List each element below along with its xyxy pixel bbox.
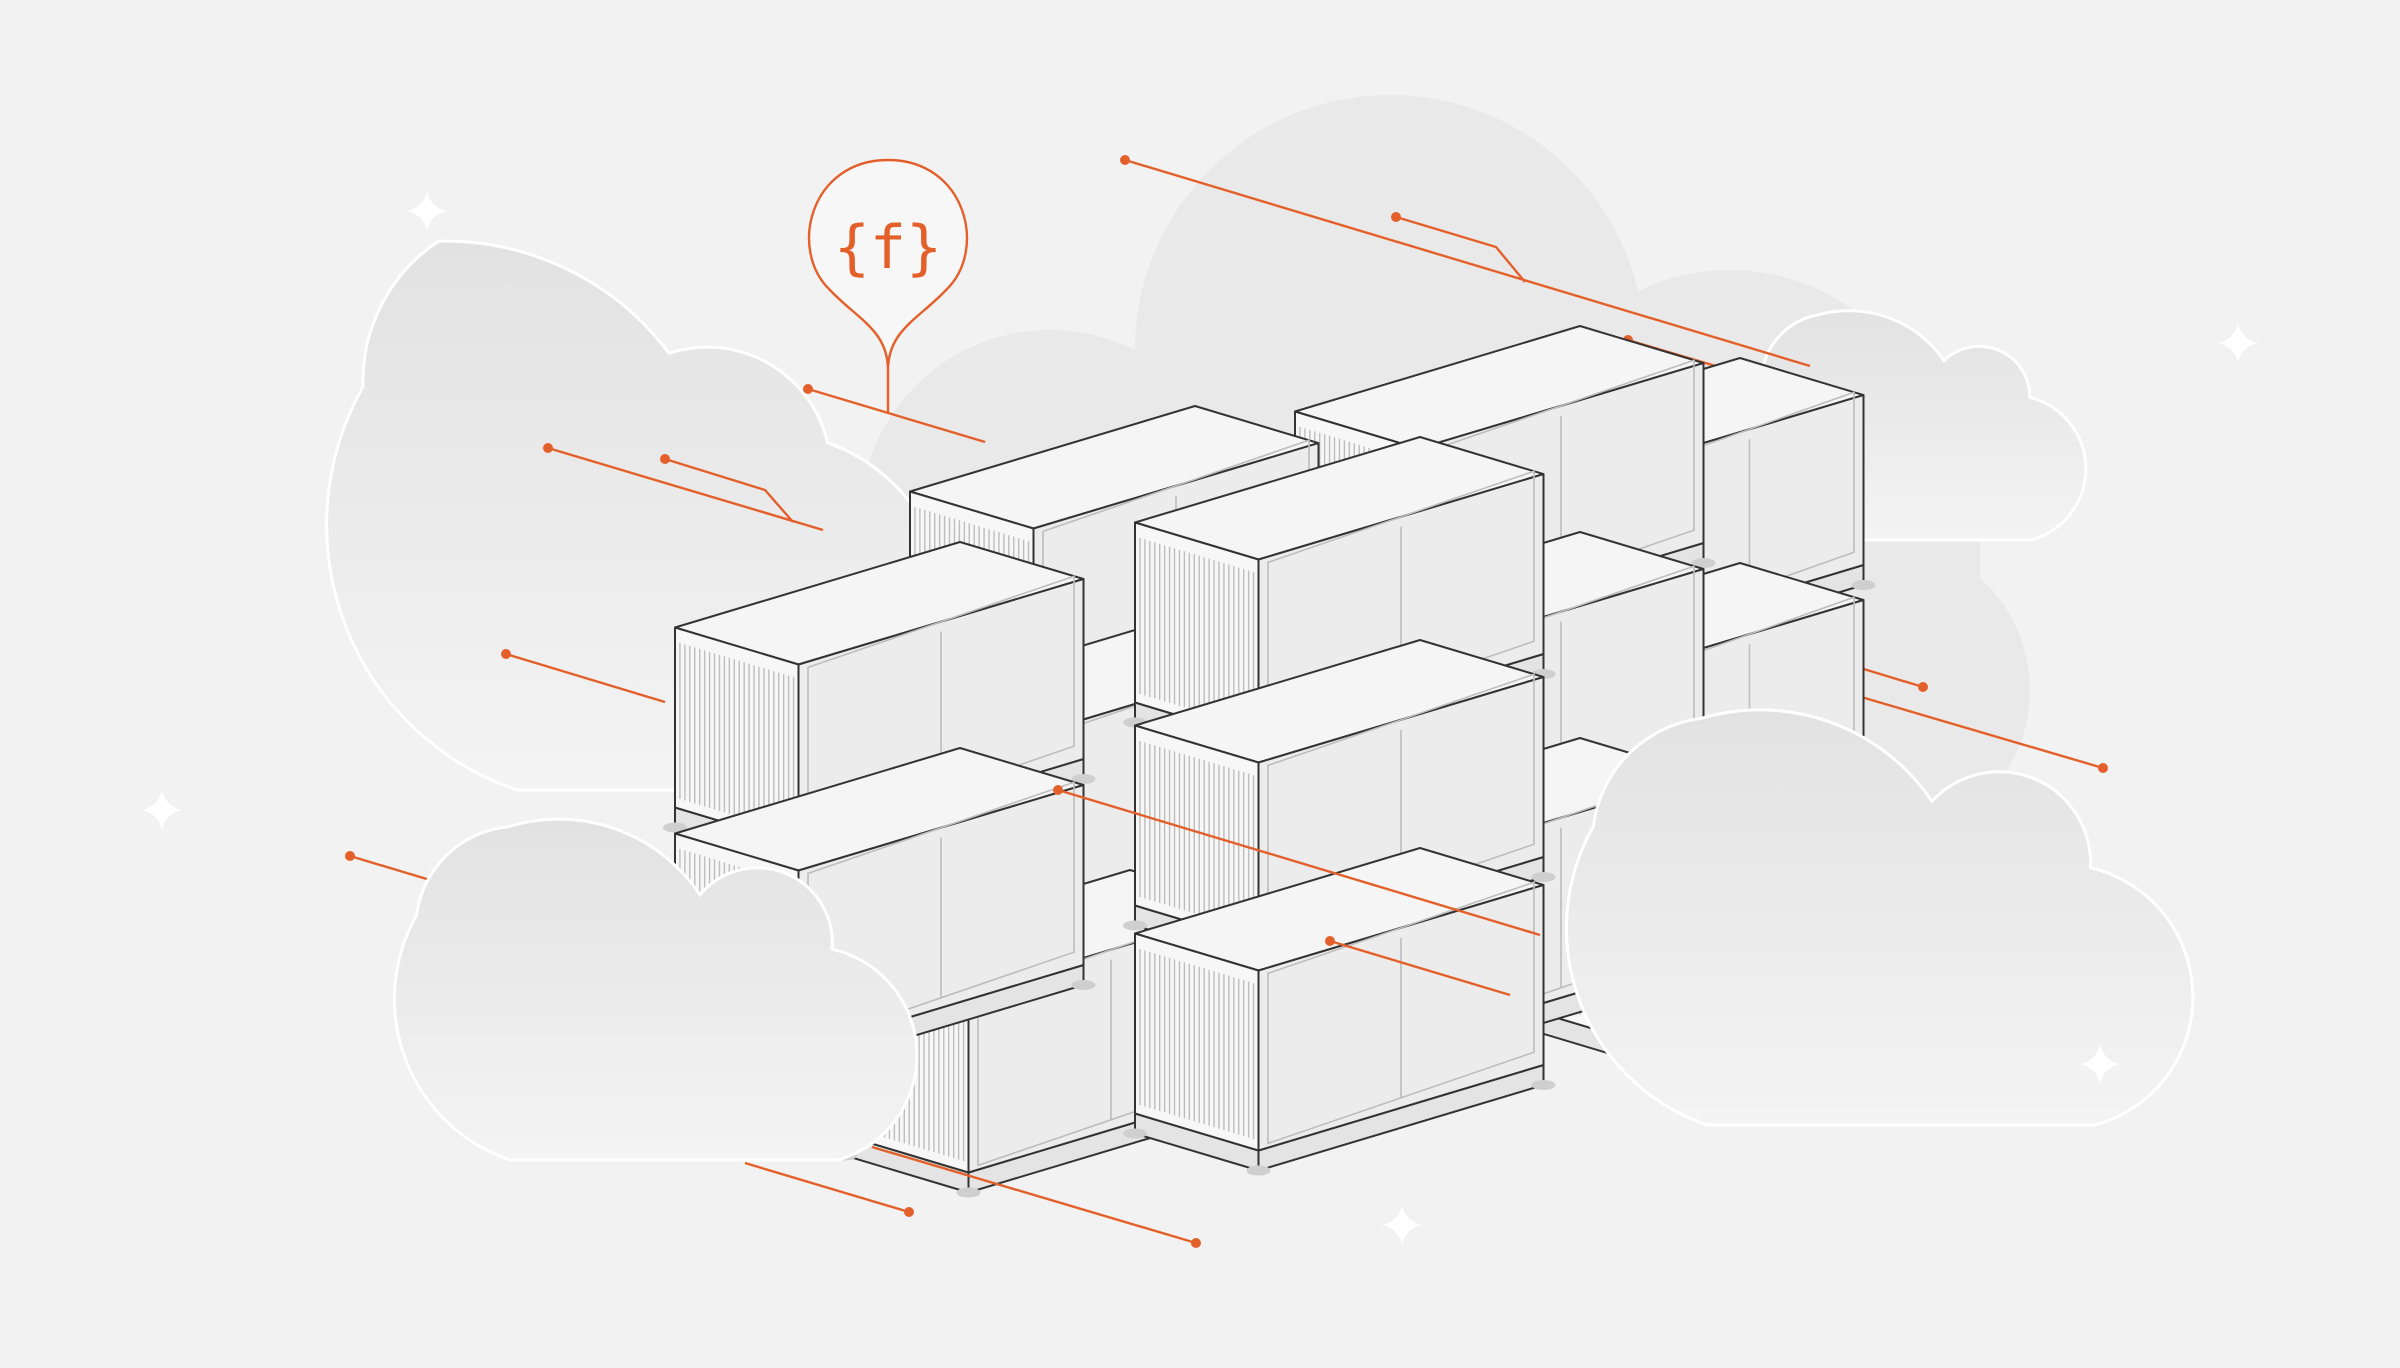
connection-line-icon <box>803 384 986 444</box>
connection-line-icon <box>543 443 824 532</box>
cloud-icon <box>1564 708 2195 1127</box>
sparkle-icon <box>1382 1205 1422 1245</box>
container-stack <box>663 325 1876 1198</box>
shipping-container-icon <box>1123 847 1556 1176</box>
sparkle-icon <box>142 790 182 830</box>
sparkle-icon <box>2080 1044 2120 1084</box>
connection-line-icon <box>1053 785 1541 937</box>
sparkle-icon <box>407 191 447 231</box>
cloud-icon <box>392 817 919 1162</box>
connection-line-icon <box>660 454 794 523</box>
sparkles <box>142 191 2258 1245</box>
connection-line-icon <box>871 1145 1201 1248</box>
connection-lines-front <box>1053 785 1541 997</box>
connection-line-icon <box>1391 212 1526 283</box>
function-icon: {f} <box>834 213 942 283</box>
sparkle-icon <box>2218 323 2258 363</box>
function-badge: {f} <box>807 158 969 412</box>
connection-line-icon <box>1120 155 1811 368</box>
connection-line-icon <box>744 1161 914 1217</box>
connection-line-icon <box>1325 936 1511 997</box>
connection-line-icon <box>501 649 666 704</box>
connection-lines-top <box>744 1145 1201 1248</box>
